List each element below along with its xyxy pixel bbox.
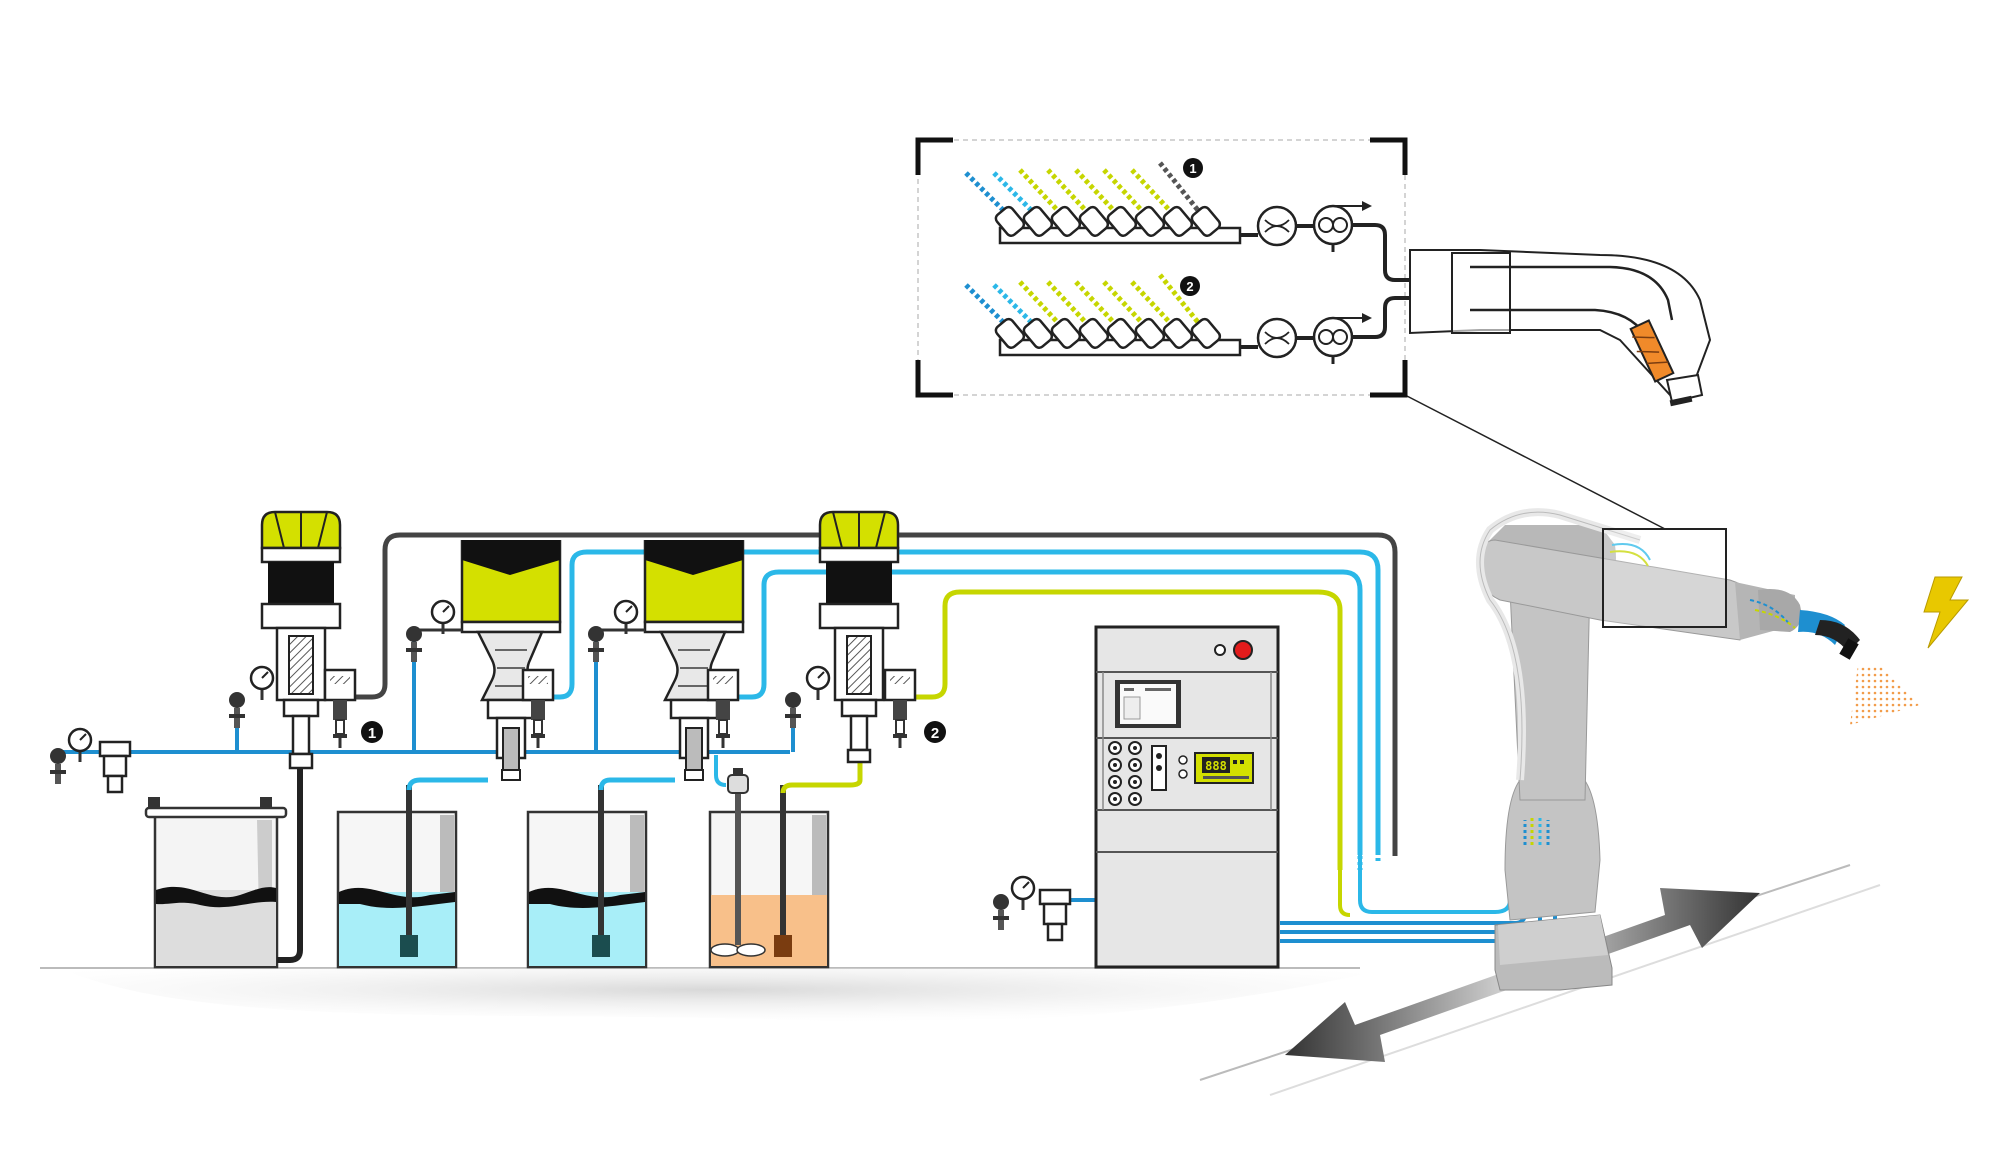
regulator-icon [50,748,66,784]
pressure-gauge-icon [67,727,93,764]
regulator-icon [406,626,422,662]
detail-inset: 1 2 [915,137,1620,398]
valve-icon [529,718,547,750]
valve-icon [714,718,732,750]
air-filter-regulator [50,727,132,794]
color-change-valve-block-2: 2 [964,273,1372,364]
callout-label-2: 2 [931,725,939,742]
lcd-readout: 888 [1205,759,1227,773]
cabinet-air-regulator [993,875,1072,942]
regulator-icon [229,692,245,728]
paint-container-blue-1 [336,785,458,969]
valve-icon [891,718,909,750]
pressure-gauge-icon [1010,875,1036,912]
cabinet-gauges [1108,741,1142,806]
power-button [1233,640,1253,660]
pressure-gauge-icon [805,665,831,702]
regulator-icon [588,626,604,662]
control-cabinet: 888 [1094,625,1280,969]
paint-robot [1476,508,1920,991]
zoom-frame-robot [1404,394,1727,628]
color-change-valve-block-1: 1 [964,158,1372,252]
lightning-bolt-icon [1923,576,1970,649]
pump-1 [229,510,357,770]
paint-container-blue-2 [526,785,648,969]
valve-icon [331,718,349,750]
callout-label-1: 1 [368,725,376,742]
lcd-display: 888 [1178,752,1254,784]
pump-3 [588,540,745,781]
pressure-gauge-icon [249,665,275,702]
callout-badge-1: 1 [361,721,383,743]
containers [144,768,830,969]
inset-callout-label-2: 2 [1186,279,1193,294]
key-switch-icon [1214,644,1226,656]
pressure-tank [144,797,288,969]
applicator-detail [1409,249,1712,407]
regulator-icon [993,894,1009,930]
hose-ends [1357,835,1398,870]
spray-pattern [1850,665,1920,725]
inset-callout-label-1: 1 [1189,161,1196,176]
paint-container-orange [708,768,830,969]
regulator-icon [785,692,801,728]
callout-badge-2: 2 [924,721,946,743]
pump-4 [785,510,917,764]
pump-2 [406,540,562,781]
